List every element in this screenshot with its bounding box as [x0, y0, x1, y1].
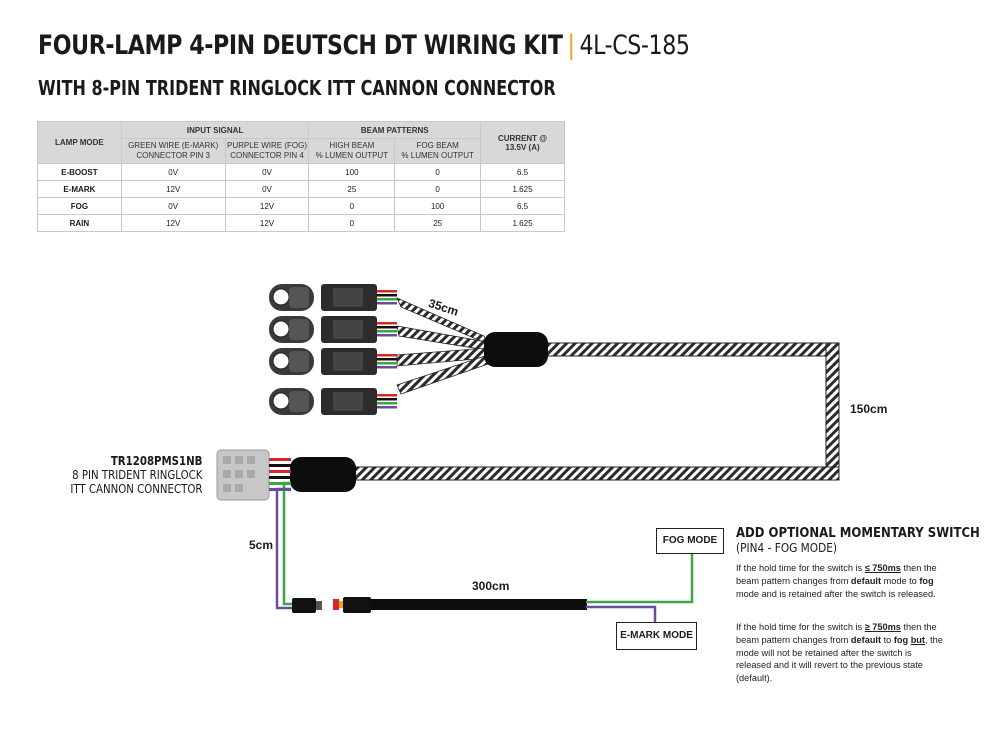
- cell-current: 1.625: [480, 180, 565, 198]
- main-cable-length-label: 150cm: [850, 402, 888, 416]
- green-switch-wire: [586, 553, 694, 604]
- header-input-signal: INPUT SIGNAL: [120, 121, 310, 139]
- title-separator: |: [567, 30, 575, 61]
- switch-note-paragraph-2: If the hold time for the switch is ≥ 750…: [736, 621, 948, 685]
- cell-purple: 0V: [224, 163, 310, 181]
- header-high-beam: HIGH BEAM% LUMEN OUTPUT: [308, 138, 396, 164]
- para2-a: If the hold time for the switch is: [736, 622, 865, 632]
- connector-part-number: TR1208PMS1NB: [110, 454, 202, 468]
- fog-beam-line1: FOG BEAM: [416, 141, 459, 150]
- header-lamp-mode: LAMP MODE: [37, 121, 122, 164]
- cell-mode: RAIN: [37, 214, 122, 232]
- para2-e: to: [881, 634, 894, 645]
- inline-connector-male: [292, 598, 322, 613]
- purple-wire-line1: PURPLE WIRE (FOG): [227, 141, 308, 150]
- green-wire-line2: CONNECTOR PIN 3: [136, 151, 210, 160]
- fog-beam-line2: % LUMEN OUTPUT: [401, 151, 474, 160]
- para2-d: default: [850, 634, 882, 645]
- header-fog-beam: FOG BEAM% LUMEN OUTPUT: [394, 138, 482, 164]
- switch-cable-length-label: 300cm: [472, 579, 510, 593]
- para2-c: then the beam pattern changes from: [736, 622, 937, 645]
- cell-high: 25: [308, 180, 396, 198]
- green-wire-line1: GREEN WIRE (E-MARK): [128, 141, 219, 150]
- splitter-boot: [484, 332, 548, 367]
- cell-mode: E-MARK: [37, 180, 122, 198]
- table-row: RAIN 12V 12V 0 25 1.625: [37, 214, 565, 232]
- para2-i: , the mode will not be retained after th…: [736, 634, 943, 684]
- para2-f: fog: [893, 634, 909, 645]
- switch-note-header: ADD OPTIONAL MOMENTARY SWITCH (PIN4 - FO…: [736, 526, 980, 555]
- dt-connector-2: [269, 316, 397, 343]
- para1-f: fog: [919, 575, 934, 586]
- cell-purple: 12V: [224, 214, 310, 232]
- dt-connector-3: [269, 348, 397, 375]
- title-main: FOUR-LAMP 4-PIN DEUTSCH DT WIRING KIT: [38, 30, 563, 61]
- inline-connector-female: [333, 597, 371, 613]
- para1-c: then the beam pattern changes from: [736, 563, 937, 586]
- para1-d: default: [850, 575, 882, 586]
- para2-h: but: [910, 634, 925, 645]
- switch-cable: [371, 599, 587, 610]
- dt-connector-4: [269, 388, 397, 415]
- cell-mode: E-BOOST: [37, 163, 122, 181]
- main-harness-cable: [351, 342, 840, 481]
- fog-mode-label: FOG MODE: [662, 535, 718, 546]
- header-current-text: CURRENT @ 13.5V (A): [497, 133, 548, 152]
- emark-mode-label: E-MARK MODE: [620, 630, 693, 641]
- connector-desc-line1: 8 PIN TRIDENT RINGLOCK: [71, 468, 202, 482]
- para1-g: mode and is retained after the switch is…: [736, 588, 936, 599]
- cell-current: 6.5: [480, 163, 565, 181]
- para1-a: If the hold time for the switch is: [736, 563, 865, 573]
- purple-wire-line2: CONNECTOR PIN 4: [230, 151, 304, 160]
- switch-note-heading: ADD OPTIONAL MOMENTARY SWITCH: [736, 526, 980, 541]
- purple-switch-wire: [586, 605, 657, 622]
- cell-purple: 12V: [224, 197, 310, 215]
- cell-high: 100: [308, 163, 396, 181]
- cell-high: 0: [308, 197, 396, 215]
- cell-fog: 0: [394, 163, 482, 181]
- connector-label: TR1208PMS1NB 8 PIN TRIDENT RINGLOCK ITT …: [70, 454, 202, 496]
- tail-length-label: 5cm: [249, 538, 274, 552]
- connector-desc-line2: ITT CANNON CONNECTOR: [69, 482, 202, 496]
- cell-fog: 25: [394, 214, 482, 232]
- high-beam-line2: % LUMEN OUTPUT: [315, 151, 389, 160]
- header-current: CURRENT @ 13.5V (A): [480, 121, 565, 164]
- high-beam-line1: HIGH BEAM: [329, 141, 375, 150]
- cell-green: 12V: [120, 214, 226, 232]
- lamp-mode-table: LAMP MODE INPUT SIGNAL BEAM PATTERNS CUR…: [37, 121, 565, 232]
- purple-tail-wire: [275, 487, 294, 610]
- page-subtitle: WITH 8-PIN TRIDENT RINGLOCK ITT CANNON C…: [38, 76, 556, 100]
- dt-connector-1: [269, 284, 397, 311]
- switch-note-paragraph-1: If the hold time for the switch is ≤ 750…: [736, 562, 948, 600]
- emark-mode-box: E-MARK MODE: [616, 622, 697, 650]
- trident-connector: [216, 449, 291, 501]
- para1-e: mode to: [881, 575, 920, 586]
- cell-high: 0: [308, 214, 396, 232]
- para2-b: ≥ 750ms: [864, 622, 901, 632]
- para1-b: ≤ 750ms: [864, 563, 901, 573]
- cell-current: 1.625: [480, 214, 565, 232]
- fog-mode-box: FOG MODE: [656, 528, 724, 554]
- table-row: FOG 0V 12V 0 100 6.5: [37, 197, 565, 215]
- green-tail-wire: [282, 481, 294, 606]
- part-code: 4L-CS-185: [579, 30, 690, 61]
- page-title: FOUR-LAMP 4-PIN DEUTSCH DT WIRING KIT|4L…: [38, 30, 690, 61]
- connector-boot: [290, 457, 356, 492]
- switch-note-subheading: (PIN4 - FOG MODE): [736, 541, 838, 555]
